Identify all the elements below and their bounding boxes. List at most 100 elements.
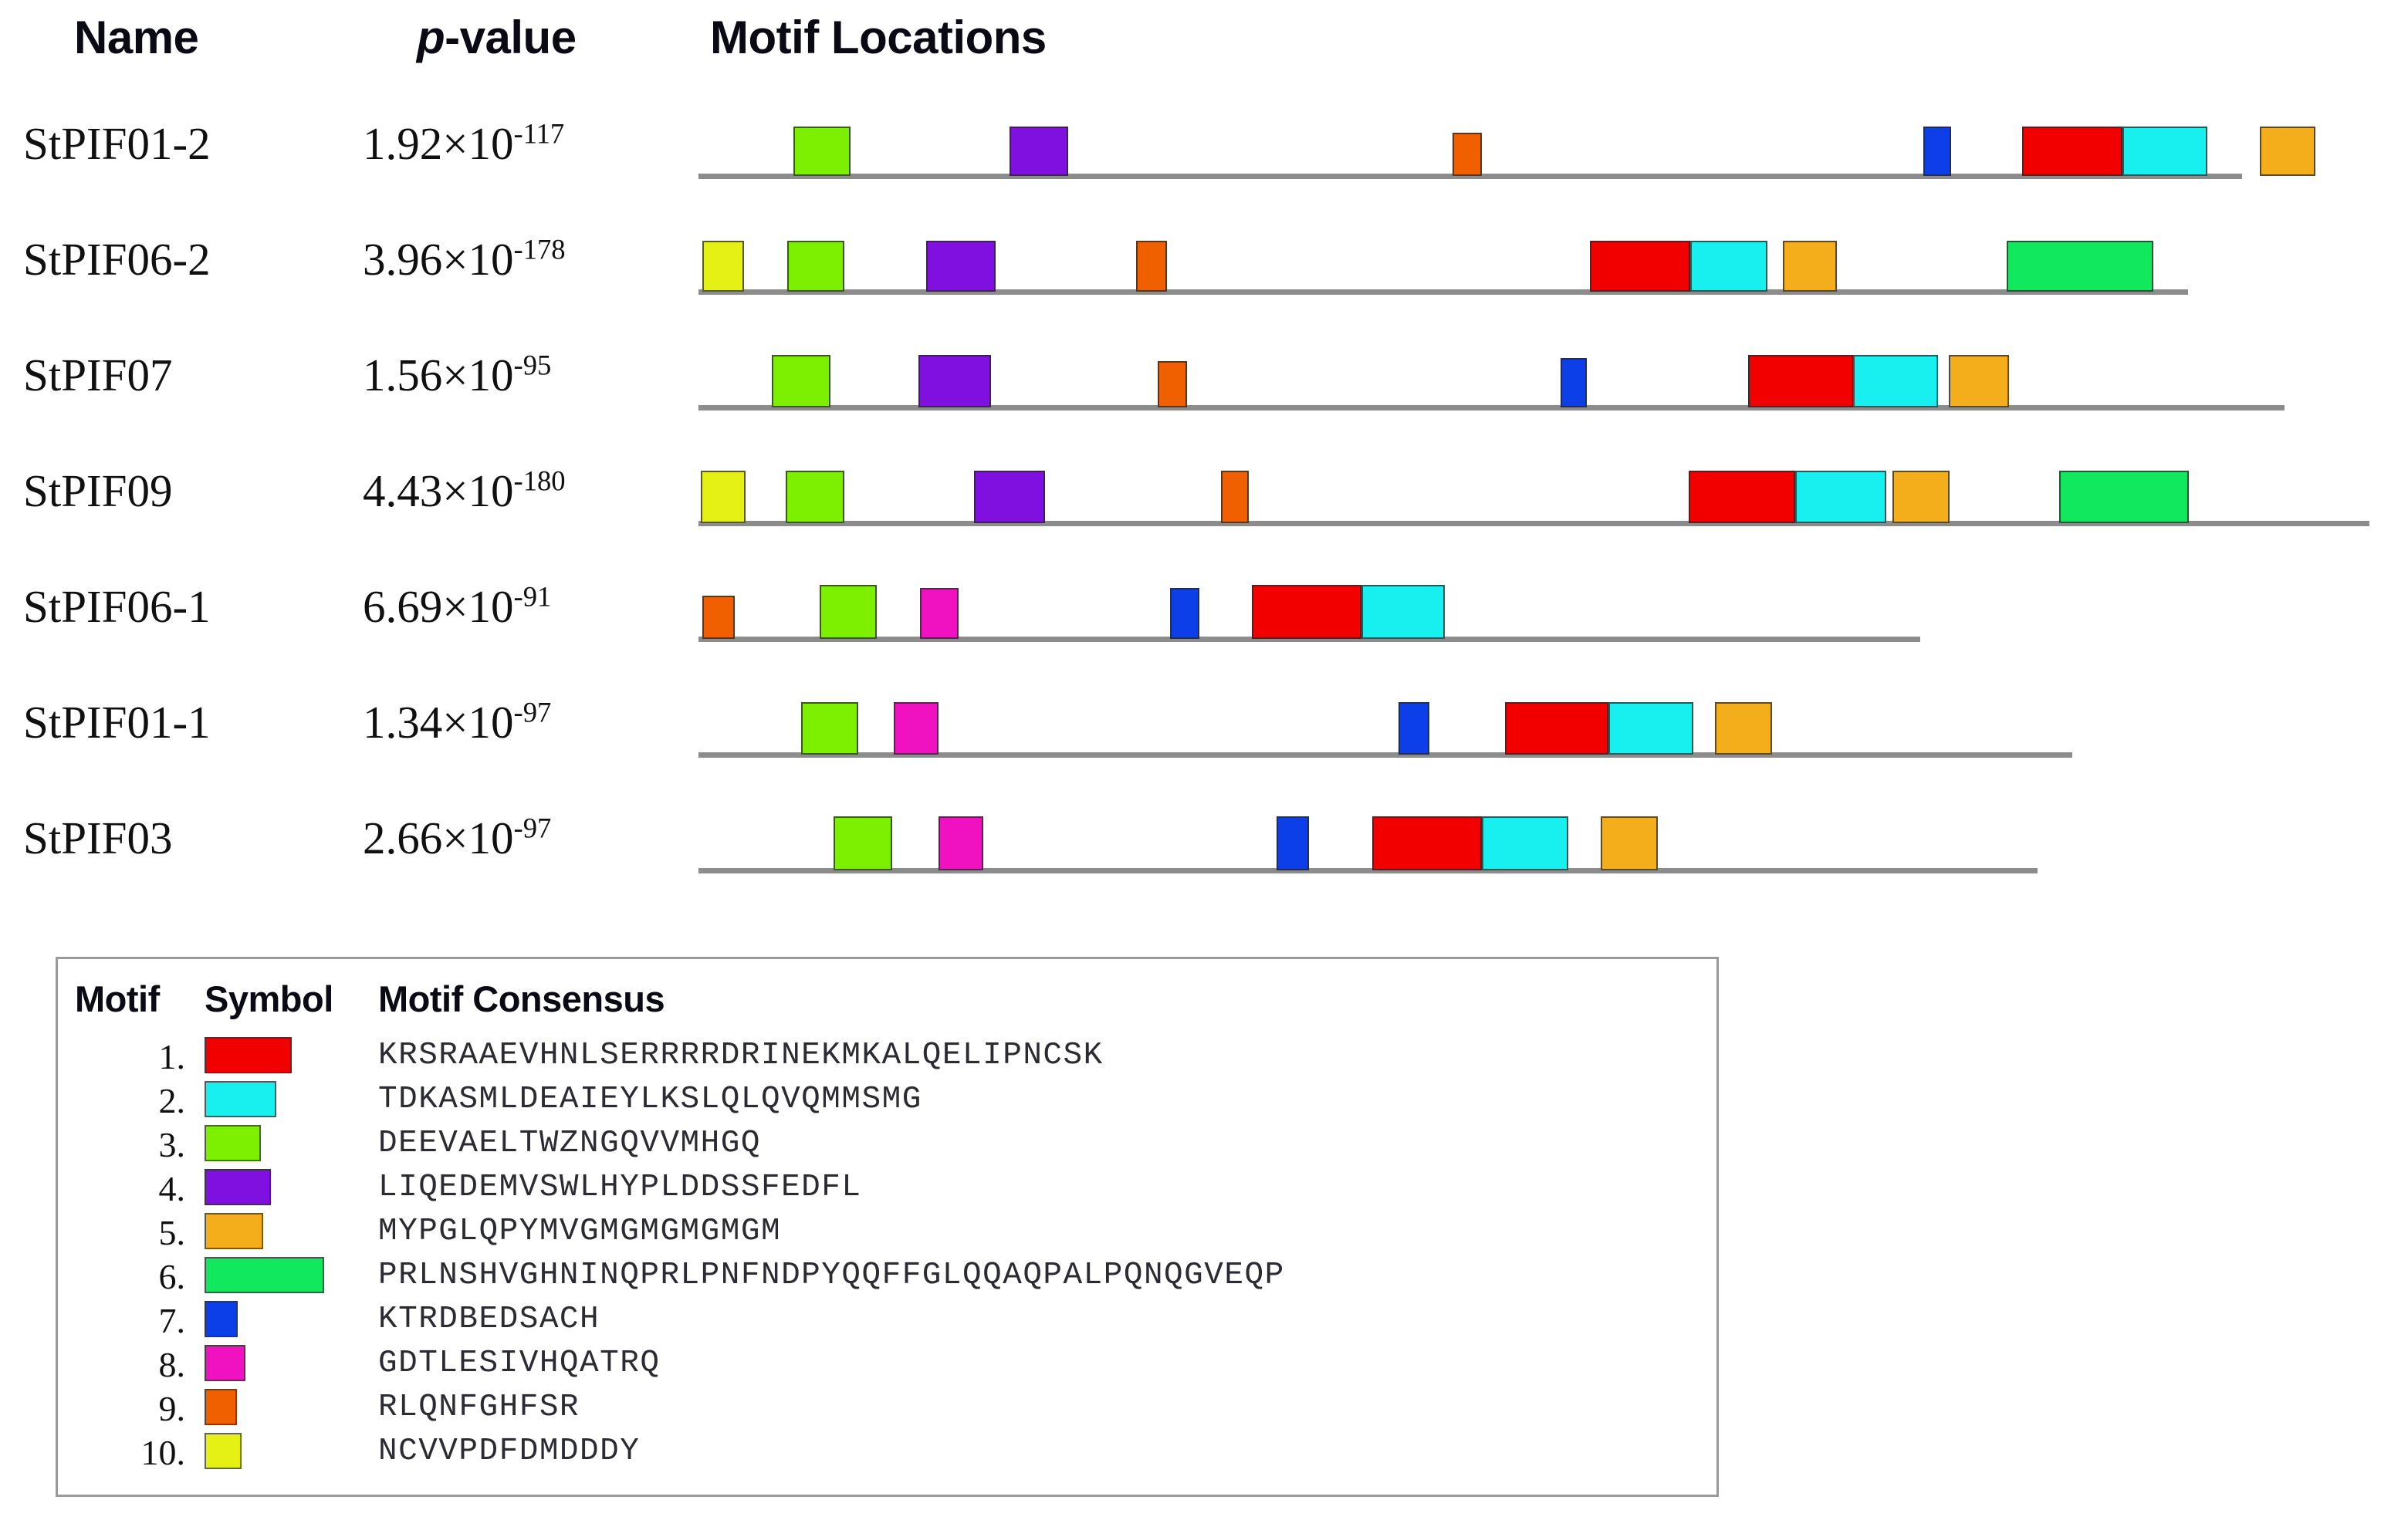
motif-block-3: [772, 355, 830, 407]
sequence-pvalue: 1.92×10-117: [363, 117, 565, 169]
sequence-pvalue: 3.96×10-178: [363, 233, 566, 285]
legend-item-number: 1.: [158, 1037, 186, 1076]
sequence-pvalue: 6.69×10-91: [363, 580, 552, 632]
motif-block-2: [1690, 241, 1767, 292]
sequence-baseline: [698, 289, 2188, 295]
motif-block-7: [1170, 588, 1199, 639]
legend-color-swatch: [205, 1169, 271, 1205]
legend-item: 7. KTRDBEDSACH: [58, 1297, 1716, 1341]
sequence-name: StPIF06-2: [23, 234, 211, 285]
motif-block-5: [1715, 702, 1772, 755]
motif-block-9: [1453, 133, 1482, 176]
legend-item: 4. LIQEDEMVSWLHYPLDDSSFEDFL: [58, 1165, 1716, 1209]
legend-color-swatch: [205, 1125, 261, 1161]
legend-item-number: 9.: [158, 1389, 186, 1428]
legend-header-row: Motif Symbol Motif Consensus: [58, 978, 1716, 1024]
sequence-baseline: [698, 752, 2072, 758]
legend-item-number: 2.: [158, 1081, 186, 1120]
motif-block-9: [1136, 241, 1167, 292]
legend-consensus-sequence: LIQEDEMVSWLHYPLDDSSFEDFL: [378, 1170, 862, 1205]
pvalue-suffix: -value: [445, 12, 577, 63]
sequence-name: StPIF01-1: [23, 697, 211, 748]
motif-block-4: [974, 471, 1045, 523]
legend-item-number: 4.: [158, 1169, 186, 1208]
sequence-name: StPIF03: [23, 812, 173, 863]
sequence-baseline: [698, 521, 2369, 526]
legend-item: 9. RLQNFGHFSR: [58, 1385, 1716, 1429]
legend-item: 6. PRLNSHVGHNINQPRLPNFNDPYQQFFGLQQAQPALPQ…: [58, 1253, 1716, 1297]
motif-block-9: [1221, 471, 1249, 523]
legend-item: 5.MYPGLQPYMVGMGMGMGMGM: [58, 1209, 1716, 1253]
column-header-name: Name: [74, 12, 199, 63]
legend-item: 3. DEEVAELTWZNGQVVMHGQ: [58, 1121, 1716, 1165]
motif-block-5: [1949, 355, 2009, 407]
sequence-name: StPIF01-2: [23, 118, 211, 169]
sequence-row: StPIF06-2 3.96×10-178: [0, 199, 2408, 315]
motif-block-8: [920, 588, 959, 639]
motif-block-2: [1482, 816, 1568, 870]
motif-block-5: [1892, 471, 1950, 523]
motif-block-1: [1689, 471, 1795, 523]
motif-block-8: [939, 816, 983, 870]
sequence-pvalue: 2.66×10-97: [363, 812, 552, 863]
motif-block-10: [701, 471, 746, 523]
sequence-pvalue: 1.56×10-95: [363, 349, 552, 400]
legend-color-swatch: [205, 1433, 242, 1469]
motif-block-9: [1158, 361, 1187, 407]
motif-block-2: [1795, 471, 1886, 523]
legend-color-swatch: [205, 1301, 238, 1337]
motif-track: [0, 431, 2408, 546]
motif-block-1: [1372, 816, 1482, 870]
sequence-pvalue: 4.43×10-180: [363, 465, 566, 516]
legend-consensus-sequence: DEEVAELTWZNGQVVMHGQ: [378, 1126, 761, 1161]
legend-consensus-sequence: PRLNSHVGHNINQPRLPNFNDPYQQFFGLQQAQPALPQNQ…: [378, 1258, 1285, 1293]
legend-item-number: 7.: [158, 1301, 186, 1340]
legend-item: 1.KRSRAAEVHNLSERRRRDRINEKMKALQELIPNCSK: [58, 1033, 1716, 1077]
sequence-baseline: [698, 174, 2242, 179]
sequence-baseline: [698, 405, 2285, 410]
sequence-name: StPIF07: [23, 350, 173, 400]
legend-item-number: 3.: [158, 1125, 186, 1164]
motif-block-1: [1590, 241, 1690, 292]
motif-block-2: [1853, 355, 1938, 407]
legend-consensus-sequence: KTRDBEDSACH: [378, 1302, 600, 1337]
motif-block-5: [1601, 816, 1658, 870]
motif-block-1: [2022, 127, 2122, 176]
legend-item-number: 6.: [158, 1257, 186, 1296]
legend-color-swatch: [205, 1037, 292, 1073]
column-header-pvalue: p-value: [417, 11, 577, 64]
legend-item-number: 8.: [158, 1345, 186, 1384]
motif-block-9: [702, 596, 735, 639]
motif-track: [0, 83, 2408, 199]
motif-block-3: [820, 585, 877, 639]
motif-block-3: [786, 471, 844, 523]
legend-consensus-sequence: RLQNFGHFSR: [378, 1390, 580, 1425]
legend-color-swatch: [205, 1257, 324, 1293]
motif-block-4: [1010, 127, 1068, 176]
legend-header-symbol: Symbol: [205, 978, 333, 1019]
motif-block-3: [793, 127, 851, 176]
legend-item: 2. TDKASMLDEAIEYLKSLQLQVQMMSMG: [58, 1077, 1716, 1121]
sequence-baseline: [698, 637, 1920, 642]
legend-consensus-sequence: TDKASMLDEAIEYLKSLQLQVQMMSMG: [378, 1082, 922, 1117]
motif-block-6: [2007, 241, 2153, 292]
motif-block-10: [702, 241, 744, 292]
motif-block-8: [894, 702, 939, 755]
table-header: Name p-value Motif Locations: [0, 6, 2408, 83]
sequence-row: StPIF03 2.66×10-97: [0, 778, 2408, 894]
legend-item-number: 10.: [140, 1433, 186, 1472]
motif-block-7: [1923, 127, 1951, 176]
motif-track: [0, 315, 2408, 431]
motif-track: [0, 662, 2408, 778]
motif-block-2: [2122, 127, 2207, 176]
motif-block-7: [1398, 702, 1429, 755]
legend-consensus-sequence: NCVVPDFDMDDDY: [378, 1434, 641, 1469]
legend-consensus-sequence: GDTLESIVHQATRQ: [378, 1346, 661, 1381]
motif-block-4: [926, 241, 996, 292]
legend-item: 8. GDTLESIVHQATRQ: [58, 1341, 1716, 1385]
legend-color-swatch: [205, 1345, 245, 1381]
motif-block-5: [1783, 241, 1837, 292]
legend-consensus-sequence: MYPGLQPYMVGMGMGMGMGM: [378, 1214, 782, 1249]
